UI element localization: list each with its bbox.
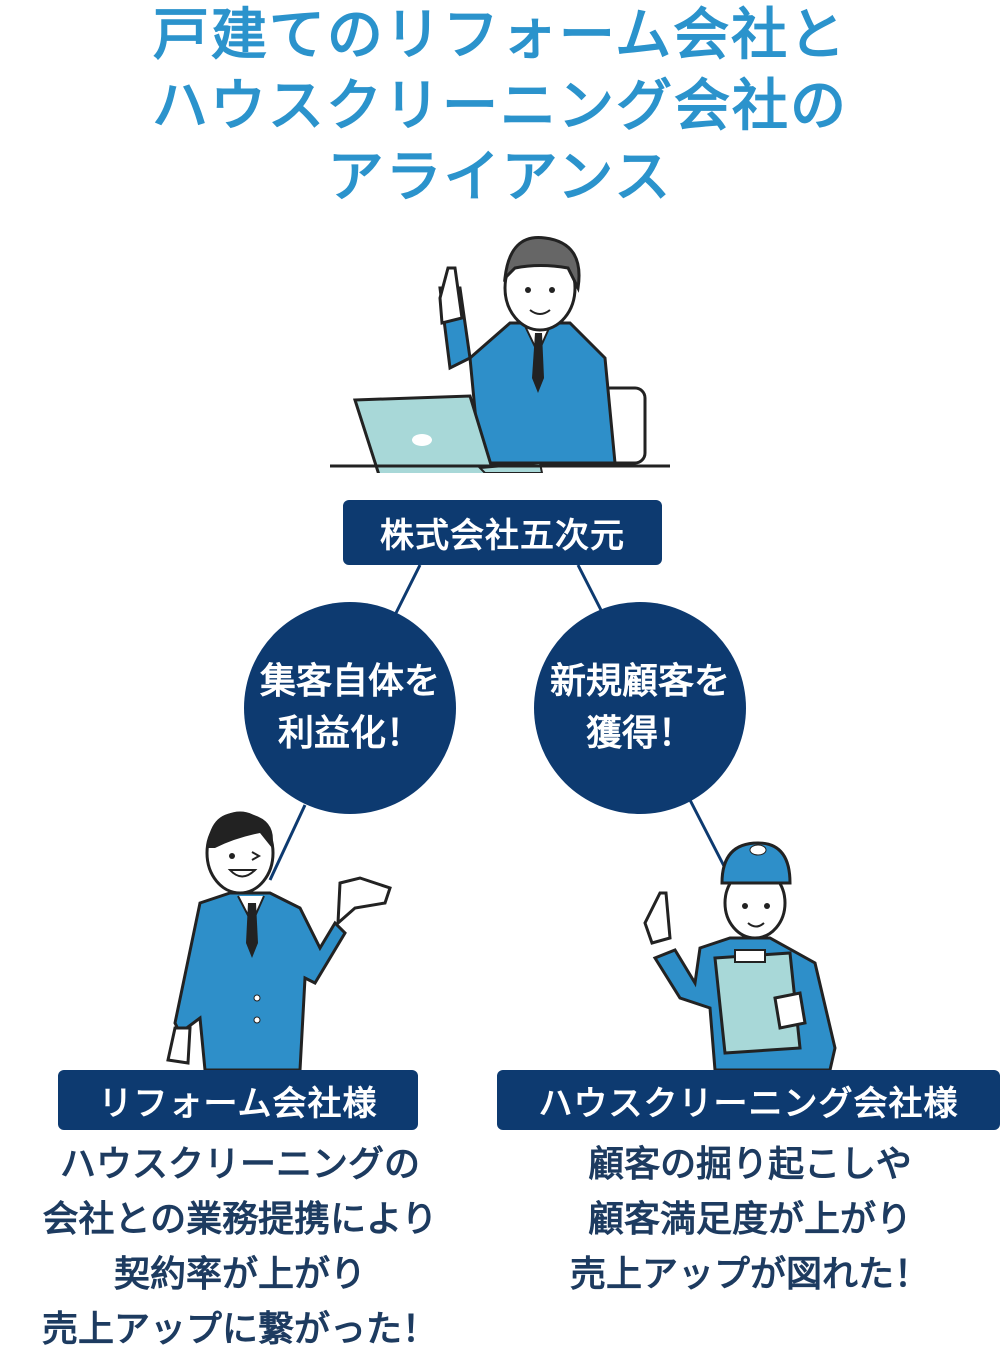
description-line: 顧客の掘り起こしや [588,1144,912,1185]
description-line: 顧客満足度が上がり [587,1199,912,1240]
cleaning-worker-illustration [643,841,837,1070]
description-line: 売上アップに繋がった！ [41,1309,438,1350]
bubble-left-line: 利益化！ [277,713,422,754]
description-line: 会社との業務提携により [42,1199,438,1240]
bubble-left: 集客自体を 利益化！ [244,602,456,814]
reform-businessman-illustration [166,811,392,1070]
description-line: 売上アップが図れた！ [569,1254,930,1295]
company-label-cleaning: ハウスクリーニング会社様 [497,1070,1000,1130]
description-line: ハウスクリーニングの [59,1144,420,1185]
title-line: アライアンス [327,145,673,210]
cleaning-description: 顧客の掘り起こしや 顧客満足度が上がり 売上アップが図れた！ [500,1137,1000,1302]
bubble-right: 新規顧客を 獲得！ [534,602,746,814]
bubble-left-line: 集客自体を [259,661,440,702]
businessman-laptop-illustration [330,236,670,473]
reform-description: ハウスクリーニングの 会社との業務提携により 契約率が上がり 売上アップに繋がっ… [0,1137,480,1357]
company-label-reform: リフォーム会社様 [58,1070,418,1130]
description-line: 契約率が上がり [113,1254,366,1295]
company-label-gojigen: 株式会社五次元 [343,500,662,565]
bubble-right-line: 新規顧客を [549,661,730,702]
bubble-right-line: 獲得！ [585,713,694,754]
title-line: 戸建てのリフォーム会社と [152,3,848,68]
page-title: 戸建てのリフォーム会社と ハウスクリーニング会社の アライアンス [0,0,1000,213]
title-line: ハウスクリーニング会社の [152,74,848,139]
